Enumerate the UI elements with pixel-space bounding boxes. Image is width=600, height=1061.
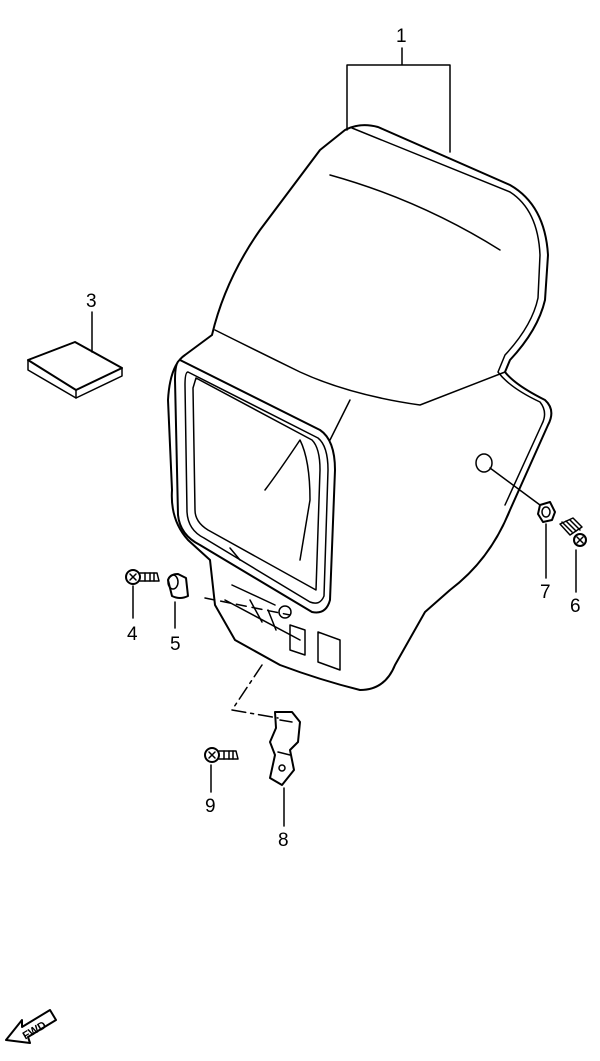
callout-1-leader	[346, 47, 451, 153]
label-pad-part[interactable]	[27, 341, 123, 399]
collar-part-5[interactable]	[167, 573, 189, 599]
screw-part-6[interactable]	[559, 517, 587, 547]
part-7-mount-line	[489, 467, 541, 506]
nut-part-7[interactable]	[537, 501, 556, 523]
callout-3-label: 3	[86, 291, 97, 312]
part-8-mount-line	[231, 664, 279, 719]
callout-6-label: 6	[570, 596, 581, 617]
callout-5-label: 5	[170, 634, 181, 655]
headlight-cowl-part[interactable]	[167, 124, 553, 691]
fwd-arrow-icon: FWD	[5, 1009, 57, 1044]
callout-7-label: 7	[540, 582, 551, 603]
screw-part-4[interactable]	[125, 569, 160, 585]
part-5-mount-line	[204, 597, 291, 616]
fwd-label: FWD	[21, 1019, 49, 1042]
bracket-part-8[interactable]	[269, 711, 301, 786]
callout-1-label: 1	[396, 26, 407, 47]
callout-4-label: 4	[127, 624, 138, 645]
callout-8-label: 8	[278, 830, 289, 851]
callout-9-label: 9	[205, 796, 216, 817]
screw-part-9[interactable]	[204, 747, 239, 763]
